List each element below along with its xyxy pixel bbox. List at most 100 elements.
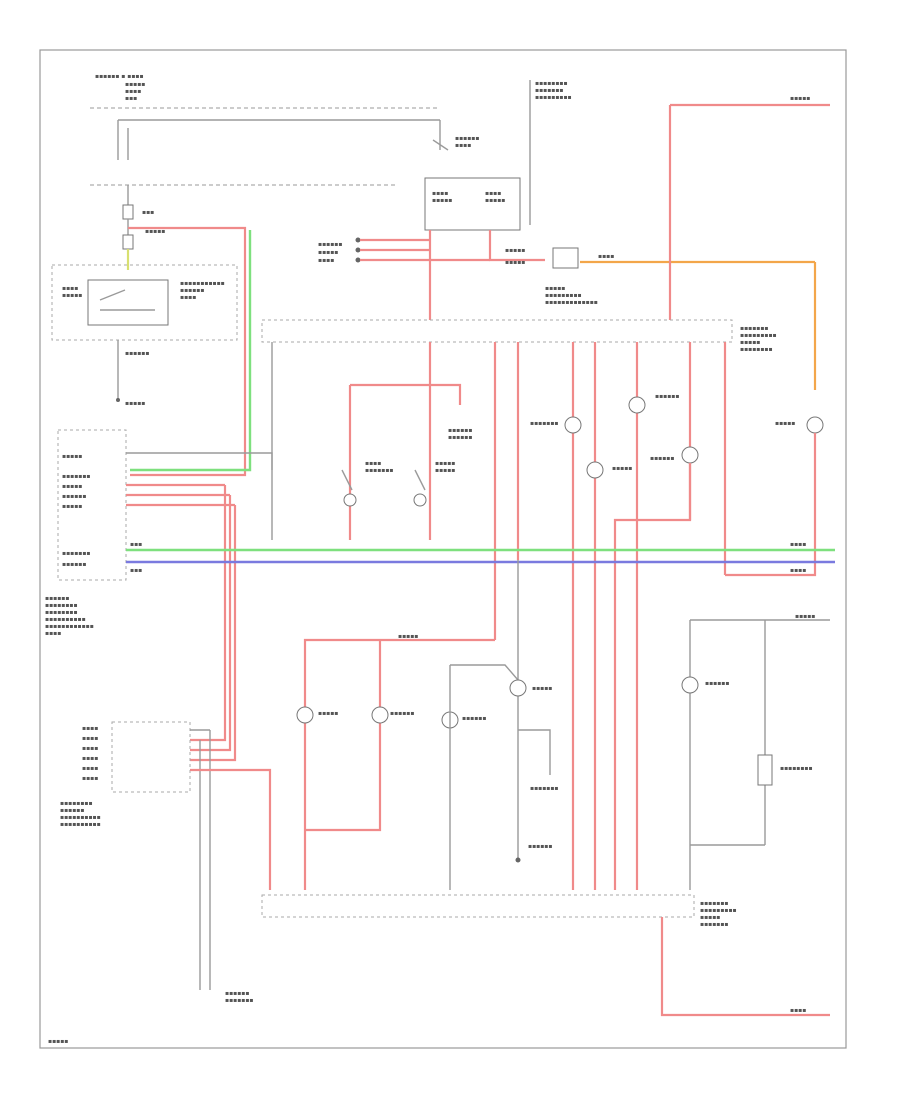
svg-text:▪▪▪: ▪▪▪ (125, 95, 137, 102)
svg-text:▪▪▪▪▪▪ ▪ ▪▪▪▪: ▪▪▪▪▪▪ ▪ ▪▪▪▪ (95, 73, 144, 80)
svg-text:▪▪▪▪▪: ▪▪▪▪▪ (740, 339, 760, 346)
transmission-control-module: ▪▪▪▪ ▪▪▪▪ ▪▪▪▪ ▪▪▪▪ ▪▪▪▪ ▪▪▪▪ ▪▪▪▪▪▪▪▪ ▪… (60, 721, 272, 1004)
svg-text:▪▪▪▪: ▪▪▪▪ (365, 460, 381, 467)
svg-text:▪▪▪▪▪▪: ▪▪▪▪▪▪ (125, 350, 149, 357)
svg-text:▪▪▪▪▪: ▪▪▪▪▪ (435, 460, 455, 467)
svg-text:▪▪▪▪▪▪: ▪▪▪▪▪▪ (45, 595, 69, 602)
lower-lamp-feed: ▪▪▪▪▪ ▪▪▪▪▪▪ ▪▪▪▪▪▪ ▪▪▪▪▪ (296, 633, 519, 890)
svg-text:▪▪▪▪▪▪▪: ▪▪▪▪▪▪▪ (365, 467, 393, 474)
data-bus: ▪▪▪ ▪▪▪ ▪▪▪▪ ▪▪▪▪ (126, 541, 835, 574)
svg-text:▪▪▪▪▪▪▪: ▪▪▪▪▪▪▪ (700, 921, 728, 928)
svg-text:▪▪▪▪▪: ▪▪▪▪▪ (62, 503, 82, 510)
svg-text:▪▪▪▪▪: ▪▪▪▪▪ (532, 685, 552, 692)
diagram-border (39, 49, 847, 1049)
svg-text:▪▪▪▪▪▪▪▪▪▪▪▪▪: ▪▪▪▪▪▪▪▪▪▪▪▪▪ (545, 299, 598, 306)
svg-text:▪▪▪: ▪▪▪ (130, 567, 142, 574)
svg-text:▪▪▪▪▪: ▪▪▪▪▪ (485, 197, 505, 204)
diode-connector: ▪▪▪▪ ▪▪▪▪▪ ▪▪▪▪▪▪▪▪▪ ▪▪▪▪▪▪▪▪▪▪▪▪▪ (545, 247, 817, 390)
svg-text:▪▪▪▪▪▪▪: ▪▪▪▪▪▪▪ (62, 473, 90, 480)
combination-meter-fuse: ▪▪▪ (122, 185, 154, 270)
relay-inputs: ▪▪▪▪▪▪ ▪▪▪▪▪ ▪▪▪▪ ▪▪▪▪▪ ▪▪▪▪▪ (318, 230, 545, 320)
svg-text:▪▪▪▪: ▪▪▪▪ (180, 294, 196, 301)
svg-text:▪▪▪▪: ▪▪▪▪ (82, 755, 98, 762)
ground-points: ▪▪▪▪▪▪▪ ▪▪▪▪▪▪▪▪▪ ▪▪▪▪▪ ▪▪▪▪▪▪▪ ▪▪▪▪ ▪▪▪… (48, 894, 830, 1045)
svg-text:▪▪▪▪▪: ▪▪▪▪▪ (125, 400, 145, 407)
main-power-relay: ▪▪▪▪▪▪ ▪▪▪▪ ▪▪▪▪ ▪▪▪▪▪ ▪▪▪▪ ▪▪▪▪▪ ▪▪▪▪▪▪… (424, 80, 572, 231)
svg-text:▪▪▪▪▪▪▪: ▪▪▪▪▪▪▪ (740, 325, 768, 332)
svg-text:▪▪▪▪▪▪: ▪▪▪▪▪▪ (60, 807, 84, 814)
svg-text:▪▪▪▪▪▪▪▪▪▪: ▪▪▪▪▪▪▪▪▪▪ (60, 821, 101, 828)
svg-text:▪▪▪▪▪▪▪▪▪: ▪▪▪▪▪▪▪▪▪ (545, 292, 582, 299)
oil-pressure-switch: ▪▪▪▪▪ ▪▪▪▪▪▪▪ ▪▪▪▪▪▪ (509, 560, 558, 863)
svg-text:▪▪▪▪: ▪▪▪▪ (45, 630, 61, 637)
svg-text:▪▪▪▪: ▪▪▪▪ (82, 745, 98, 752)
svg-text:▪▪▪▪: ▪▪▪▪ (790, 1007, 806, 1014)
svg-text:▪▪▪▪: ▪▪▪▪ (455, 142, 471, 149)
meter-harness (126, 452, 273, 762)
svg-text:▪▪▪▪: ▪▪▪▪ (432, 190, 448, 197)
ignition-relay: ▪▪▪▪ ▪▪▪▪▪ ▪▪▪▪▪▪▪▪▪▪▪ ▪▪▪▪▪▪ ▪▪▪▪ ▪▪▪▪▪… (51, 264, 238, 407)
svg-text:▪▪▪▪▪: ▪▪▪▪▪ (612, 465, 632, 472)
svg-text:▪▪▪▪▪▪▪▪: ▪▪▪▪▪▪▪▪ (60, 800, 93, 807)
battery-feed: ▪▪▪▪▪ (668, 95, 830, 320)
svg-text:▪▪▪▪▪▪: ▪▪▪▪▪▪ (448, 434, 472, 441)
indicator-lamps: ▪▪▪▪▪▪▪ ▪▪▪▪▪▪ ▪▪▪▪▪ ▪▪▪▪▪▪ ▪▪▪▪▪ (530, 393, 824, 890)
svg-text:▪▪▪▪▪: ▪▪▪▪▪ (318, 710, 338, 717)
svg-text:▪▪▪▪▪: ▪▪▪▪▪ (48, 1038, 68, 1045)
svg-text:▪▪▪▪▪: ▪▪▪▪▪ (398, 633, 418, 640)
svg-text:▪▪▪▪: ▪▪▪▪ (598, 253, 614, 260)
svg-text:▪▪▪▪▪▪▪▪: ▪▪▪▪▪▪▪▪ (780, 765, 813, 772)
svg-text:▪▪▪▪▪: ▪▪▪▪▪ (790, 95, 810, 102)
svg-text:▪▪▪▪▪▪▪▪▪: ▪▪▪▪▪▪▪▪▪ (535, 94, 572, 101)
svg-text:▪▪▪▪▪▪▪▪▪▪▪▪: ▪▪▪▪▪▪▪▪▪▪▪▪ (45, 623, 94, 630)
svg-text:▪▪▪▪: ▪▪▪▪ (82, 775, 98, 782)
svg-text:▪▪▪▪▪▪: ▪▪▪▪▪▪ (528, 843, 552, 850)
svg-text:▪▪▪▪▪▪: ▪▪▪▪▪▪ (448, 427, 472, 434)
svg-text:▪▪▪▪▪▪▪▪▪: ▪▪▪▪▪▪▪▪▪ (700, 907, 737, 914)
brake-fluid-switch: ▪▪▪▪▪▪ ▪▪▪▪▪▪▪▪ ▪▪▪▪▪ (681, 613, 830, 890)
svg-text:▪▪▪▪▪▪▪▪: ▪▪▪▪▪▪▪▪ (45, 609, 78, 616)
svg-text:▪▪▪▪▪▪▪▪▪: ▪▪▪▪▪▪▪▪▪ (740, 332, 777, 339)
svg-text:▪▪▪▪▪▪: ▪▪▪▪▪▪ (318, 241, 342, 248)
svg-text:▪▪▪▪▪▪: ▪▪▪▪▪▪ (462, 715, 486, 722)
svg-text:▪▪▪▪▪▪: ▪▪▪▪▪▪ (225, 990, 249, 997)
bus-drops (271, 342, 727, 890)
svg-text:▪▪▪▪▪▪▪: ▪▪▪▪▪▪▪ (535, 87, 563, 94)
svg-text:▪▪▪▪: ▪▪▪▪ (790, 541, 806, 548)
svg-text:▪▪▪▪▪▪: ▪▪▪▪▪▪ (62, 493, 86, 500)
svg-text:▪▪▪▪▪▪: ▪▪▪▪▪▪ (390, 710, 414, 717)
svg-text:▪▪▪▪▪: ▪▪▪▪▪ (700, 914, 720, 921)
parking-brake-switch: ▪▪▪▪▪ ▪▪▪▪▪ ▪▪▪▪▪▪ ▪▪▪▪▪▪ (413, 427, 472, 507)
svg-text:▪▪▪▪: ▪▪▪▪ (82, 725, 98, 732)
svg-text:▪▪▪▪▪: ▪▪▪▪▪ (145, 228, 165, 235)
combination-meter: ▪▪▪▪▪ ▪▪▪▪▪▪▪ ▪▪▪▪▪ ▪▪▪▪▪▪ ▪▪▪▪▪ ▪▪▪▪▪▪▪… (45, 429, 127, 637)
svg-text:▪▪▪▪▪: ▪▪▪▪▪ (432, 197, 452, 204)
svg-text:▪▪▪▪▪: ▪▪▪▪▪ (775, 420, 795, 427)
power-supply-block: ▪▪▪▪▪▪ ▪ ▪▪▪▪ ▪▪▪▪▪ ▪▪▪▪ ▪▪▪ (90, 73, 440, 186)
svg-text:▪▪▪▪▪: ▪▪▪▪▪ (62, 453, 82, 460)
seat-belt-switch: ▪▪▪▪ ▪▪▪▪▪▪▪ (341, 383, 462, 540)
svg-text:▪▪▪▪▪▪▪▪: ▪▪▪▪▪▪▪▪ (740, 346, 773, 353)
svg-text:▪▪▪▪▪: ▪▪▪▪▪ (125, 81, 145, 88)
svg-text:▪▪▪▪▪▪: ▪▪▪▪▪▪ (455, 135, 479, 142)
svg-text:▪▪▪▪▪▪: ▪▪▪▪▪▪ (650, 455, 674, 462)
svg-text:▪▪▪▪: ▪▪▪▪ (82, 765, 98, 772)
svg-text:▪▪▪: ▪▪▪ (142, 209, 154, 216)
svg-text:▪▪▪▪: ▪▪▪▪ (62, 285, 78, 292)
svg-text:▪▪▪▪▪▪▪▪▪▪: ▪▪▪▪▪▪▪▪▪▪ (45, 616, 86, 623)
svg-text:▪▪▪▪▪: ▪▪▪▪▪ (62, 292, 82, 299)
svg-text:▪▪▪▪▪: ▪▪▪▪▪ (62, 483, 82, 490)
svg-text:▪▪▪▪▪▪▪▪: ▪▪▪▪▪▪▪▪ (45, 602, 78, 609)
svg-text:▪▪▪▪▪▪▪: ▪▪▪▪▪▪▪ (700, 900, 728, 907)
svg-text:▪▪▪▪▪▪: ▪▪▪▪▪▪ (705, 680, 729, 687)
svg-text:▪▪▪▪▪▪▪▪▪▪▪: ▪▪▪▪▪▪▪▪▪▪▪ (180, 280, 225, 287)
svg-text:▪▪▪▪▪▪: ▪▪▪▪▪▪ (62, 561, 86, 568)
svg-text:▪▪▪▪▪▪▪: ▪▪▪▪▪▪▪ (62, 550, 90, 557)
svg-text:▪▪▪▪▪▪▪: ▪▪▪▪▪▪▪ (225, 997, 253, 1004)
svg-text:▪▪▪▪▪: ▪▪▪▪▪ (435, 467, 455, 474)
svg-text:▪▪▪▪▪▪▪: ▪▪▪▪▪▪▪ (530, 420, 558, 427)
svg-text:▪▪▪▪: ▪▪▪▪ (318, 257, 334, 264)
svg-text:▪▪▪▪▪▪: ▪▪▪▪▪▪ (180, 287, 204, 294)
svg-text:▪▪▪▪▪: ▪▪▪▪▪ (505, 247, 525, 254)
